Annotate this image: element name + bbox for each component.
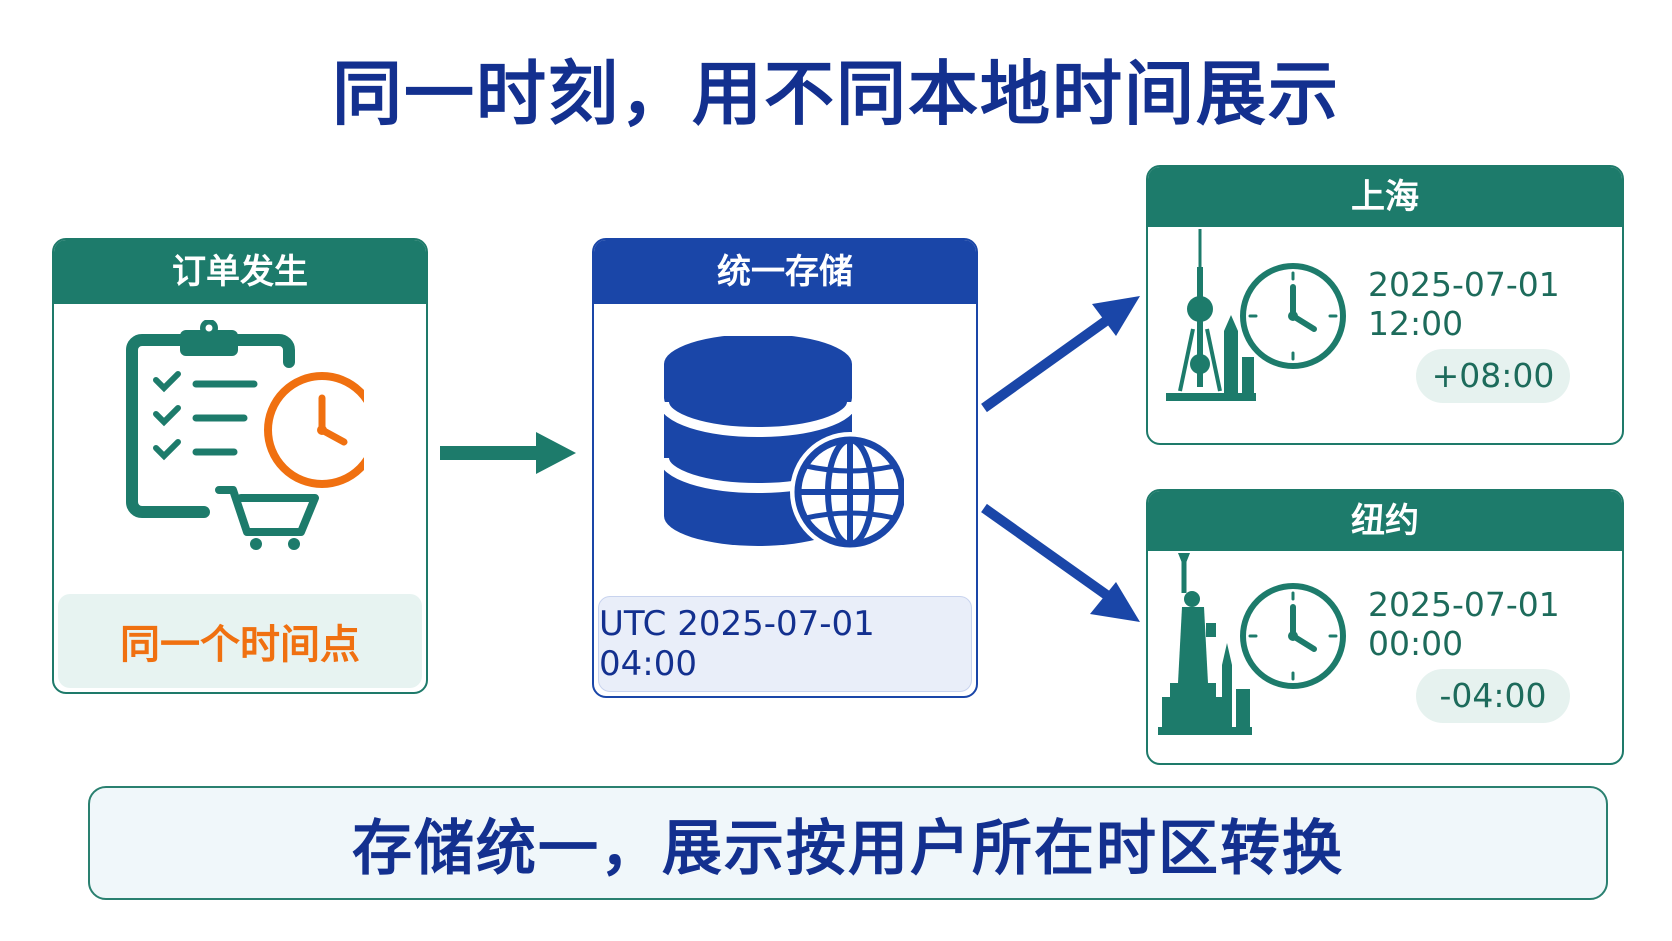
clock-icon: [1240, 583, 1346, 689]
same-moment-label: 同一个时间点: [120, 622, 360, 668]
order-card: 订单发生 同一个时间点: [52, 238, 428, 694]
city-card-newyork: 纽约 2025-07-01 00:00 -04:00: [1146, 489, 1624, 765]
newyork-time: 2025-07-01 00:00: [1368, 585, 1560, 663]
clipboard-clock-cart-icon: [126, 320, 364, 550]
arrow-down-right-icon: [981, 503, 1140, 622]
arrow-right-icon: [440, 432, 576, 474]
storage-card-header: 统一存储: [594, 240, 976, 304]
order-card-header: 订单发生: [54, 240, 426, 304]
city-name-newyork: 纽约: [1148, 491, 1622, 551]
database-globe-icon: [664, 336, 904, 552]
order-card-footer: 同一个时间点: [58, 594, 422, 688]
shanghai-skyline-icon: [1166, 229, 1256, 401]
shanghai-time: 2025-07-01 12:00: [1368, 265, 1560, 343]
arrow-up-right-icon: [981, 296, 1140, 413]
city-card-shanghai: 上海 2025-07-01 12:00 +08:00: [1146, 165, 1624, 445]
shanghai-offset-badge: +08:00: [1416, 349, 1570, 403]
city-name-shanghai: 上海: [1148, 167, 1622, 227]
newyork-offset-badge: -04:00: [1416, 669, 1570, 723]
summary-banner: 存储统一，展示按用户所在时区转换: [88, 786, 1608, 900]
storage-card-footer: UTC 2025-07-01 04:00: [598, 596, 972, 692]
clock-icon: [1240, 263, 1346, 369]
page-title: 同一时刻，用不同本地时间展示: [332, 53, 1340, 135]
utc-time-value: UTC 2025-07-01 04:00: [599, 604, 875, 684]
statue-of-liberty-icon: [1158, 553, 1252, 735]
storage-card: 统一存储 UTC 2025-07-01 04:00: [592, 238, 978, 698]
